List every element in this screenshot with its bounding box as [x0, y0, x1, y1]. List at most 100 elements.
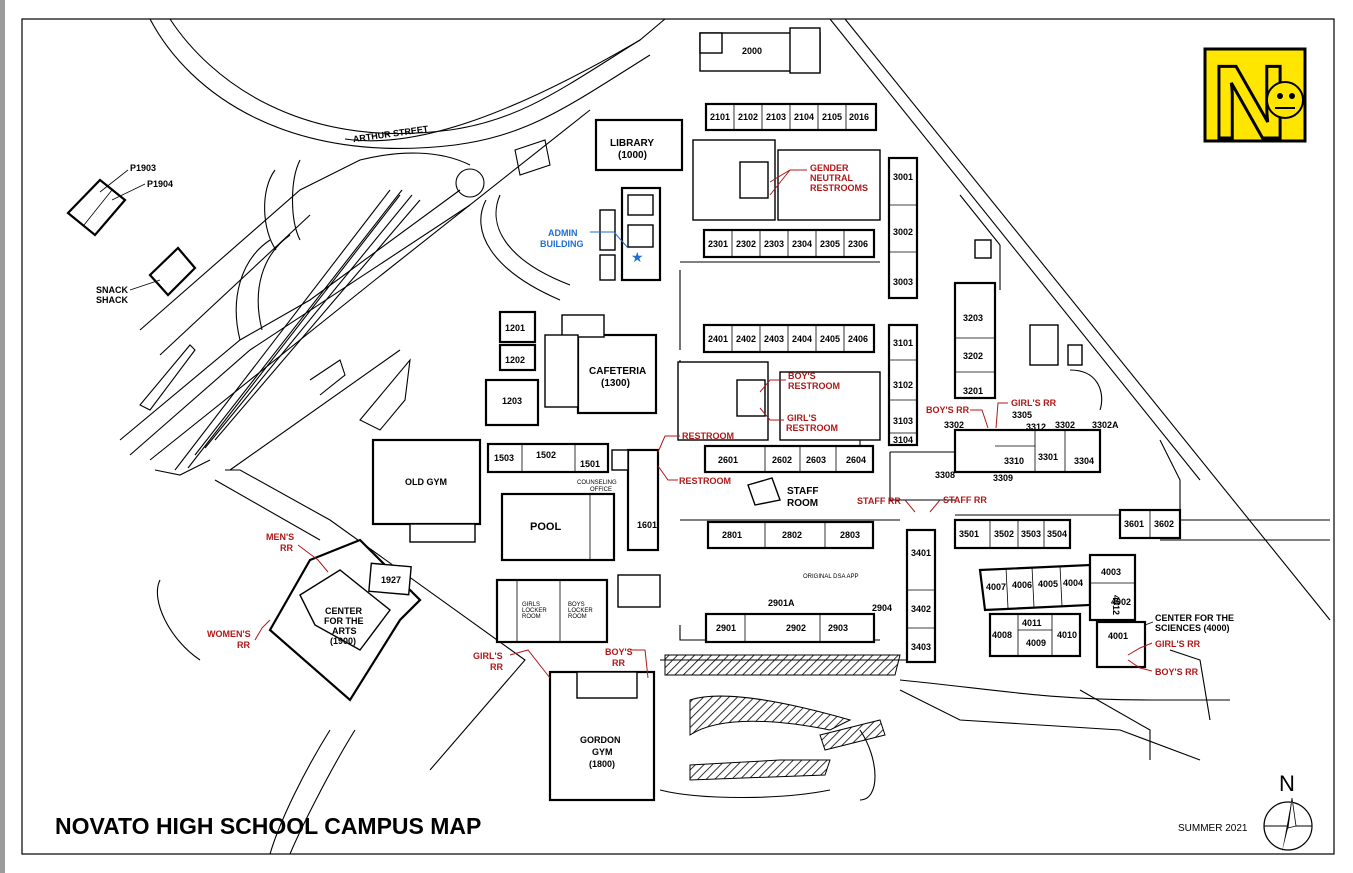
- building-admin[interactable]: ADMIN BUILDING ★: [540, 186, 662, 282]
- label-girls-rr-4000: GIRL'S RR: [1155, 639, 1201, 649]
- portables-p1903-p1904[interactable]: P1903 P1904: [66, 163, 173, 237]
- building-center-for-the-arts[interactable]: 1927 CENTER FOR THE ARTS (1900): [268, 538, 422, 702]
- label-2904: 2904: [872, 603, 892, 613]
- label-2306: 2306: [848, 239, 868, 249]
- label-2405: 2405: [820, 334, 840, 344]
- label-2401: 2401: [708, 334, 728, 344]
- label-staff: STAFF: [787, 486, 818, 497]
- label-2302: 2302: [736, 239, 756, 249]
- parking-lot: [139, 139, 551, 476]
- snack-shack[interactable]: SNACK SHACK: [96, 246, 197, 305]
- building-2600-row[interactable]: 2601 2602 2603 2604: [703, 444, 875, 474]
- label-snack-1: SNACK: [96, 285, 129, 295]
- building-2400-row[interactable]: 2401 2402 2403 2404 2405 2406: [702, 323, 876, 354]
- label-boys-restroom-2: RESTROOM: [788, 381, 840, 391]
- label-1202: 1202: [505, 355, 525, 365]
- label-2404: 2404: [792, 334, 812, 344]
- building-3400[interactable]: 3401 3402 3403: [905, 528, 937, 664]
- building-2900-row[interactable]: 2901 2902 2903 2901A 2904: [704, 598, 892, 644]
- label-old-gym: OLD GYM: [405, 477, 447, 487]
- label-4010: 4010: [1057, 630, 1077, 640]
- label-2304: 2304: [792, 239, 812, 249]
- label-gender-neutral-2: NEUTRAL: [810, 173, 853, 183]
- label-2403: 2403: [764, 334, 784, 344]
- label-staff-rr-2: STAFF RR: [943, 495, 987, 505]
- building-2100-row[interactable]: 2101 2102 2103 2104 2105 2016: [704, 102, 878, 132]
- label-2602: 2602: [772, 455, 792, 465]
- label-arts-3: ARTS: [332, 626, 357, 636]
- hornet-icon: [1266, 81, 1304, 119]
- label-cafeteria-num: (1300): [601, 378, 630, 389]
- label-2604: 2604: [846, 455, 866, 465]
- label-1203: 1203: [502, 396, 522, 406]
- label-restroom-b: RESTROOM: [679, 476, 731, 486]
- label-4008: 4008: [992, 630, 1012, 640]
- staff-room[interactable]: STAFF ROOM: [747, 477, 818, 509]
- label-3003: 3003: [893, 277, 913, 287]
- building-cafeteria[interactable]: CAFETERIA (1300): [544, 314, 658, 415]
- label-gender-neutral-3: RESTROOMS: [810, 183, 868, 193]
- building-library[interactable]: LIBRARY (1000): [594, 118, 684, 172]
- label-3103: 3103: [893, 416, 913, 426]
- north-arrow: N: [1263, 771, 1313, 852]
- label-girls-rr-gym-1: GIRL'S: [473, 651, 503, 661]
- building-2300-row[interactable]: 2301 2302 2303 2304 2305 2306: [702, 228, 876, 259]
- label-dsa-note: ORIGINAL DSA APP: [803, 574, 858, 580]
- label-boys-rr-3300: BOY'S RR: [926, 405, 970, 415]
- label-4001: 4001: [1108, 631, 1128, 641]
- building-3100[interactable]: 3101 3102 3103 3104: [887, 323, 919, 447]
- label-3309: 3309: [993, 473, 1013, 483]
- label-womens-rr-1: WOMEN'S: [207, 629, 251, 639]
- compass-label: N: [1279, 771, 1295, 796]
- label-gender-neutral-1: GENDER: [810, 163, 849, 173]
- label-arts-2: FOR THE: [324, 616, 364, 626]
- building-3600[interactable]: 3601 3602: [1118, 508, 1182, 540]
- label-3102: 3102: [893, 380, 913, 390]
- label-womens-rr-2: RR: [237, 640, 250, 650]
- building-1600[interactable]: COUNSELING OFFICE 1601: [577, 448, 660, 552]
- building-2000[interactable]: 2000: [699, 27, 821, 74]
- label-2601: 2601: [718, 455, 738, 465]
- label-2101: 2101: [710, 112, 730, 122]
- building-3000[interactable]: 3001 3002 3003: [887, 156, 919, 300]
- label-3002: 3002: [893, 227, 913, 237]
- label-girls-locker-2: LOCKER: [522, 608, 547, 614]
- label-4007: 4007: [986, 582, 1006, 592]
- label-1601: 1601: [637, 520, 657, 530]
- label-boys-rr-gym-1: BOY'S: [605, 647, 633, 657]
- building-3300[interactable]: 3310 3301 3304 3302 3305 3312 3302 3302A…: [889, 410, 1119, 501]
- label-3310: 3310: [1004, 456, 1024, 466]
- label-counseling-2: OFFICE: [590, 487, 612, 493]
- building-1500[interactable]: 1503 1502 1501: [486, 442, 610, 474]
- building-3200[interactable]: 3203 3202 3201: [953, 281, 997, 400]
- building-2800-row[interactable]: 2801 2802 2803: [706, 520, 875, 550]
- label-1502: 1502: [536, 450, 556, 460]
- label-2402: 2402: [736, 334, 756, 344]
- label-1501: 1501: [580, 459, 600, 469]
- label-3504: 3504: [1047, 529, 1067, 539]
- label-2000: 2000: [742, 46, 762, 56]
- building-3500[interactable]: 3501 3502 3503 3504: [953, 518, 1072, 550]
- label-2105: 2105: [822, 112, 842, 122]
- label-3202: 3202: [963, 351, 983, 361]
- label-1503: 1503: [494, 453, 514, 463]
- building-old-gym[interactable]: OLD GYM: [371, 438, 482, 543]
- label-2902: 2902: [786, 623, 806, 633]
- label-3401: 3401: [911, 548, 931, 558]
- label-counseling-1: COUNSELING: [577, 480, 617, 486]
- label-3301: 3301: [1038, 452, 1058, 462]
- map-border: [21, 18, 1335, 855]
- building-locker-rooms[interactable]: GIRLS LOCKER ROOM BOYS LOCKER ROOM: [495, 574, 661, 644]
- building-4000[interactable]: 4007 4006 4005 4004 4003 4002 4012 4008 …: [978, 553, 1234, 669]
- label-3201: 3201: [963, 386, 983, 396]
- label-2103: 2103: [766, 112, 786, 122]
- pool[interactable]: POOL: [500, 492, 616, 562]
- building-1200[interactable]: 1201 1202 1203: [484, 310, 540, 427]
- novato-hornet-logo: N: [1203, 44, 1307, 163]
- label-2104: 2104: [794, 112, 814, 122]
- label-4005: 4005: [1038, 579, 1058, 589]
- label-snack-2: SHACK: [96, 295, 129, 305]
- building-gordon-gym[interactable]: GORDON GYM (1800): [548, 670, 656, 802]
- label-2603: 2603: [806, 455, 826, 465]
- label-2102: 2102: [738, 112, 758, 122]
